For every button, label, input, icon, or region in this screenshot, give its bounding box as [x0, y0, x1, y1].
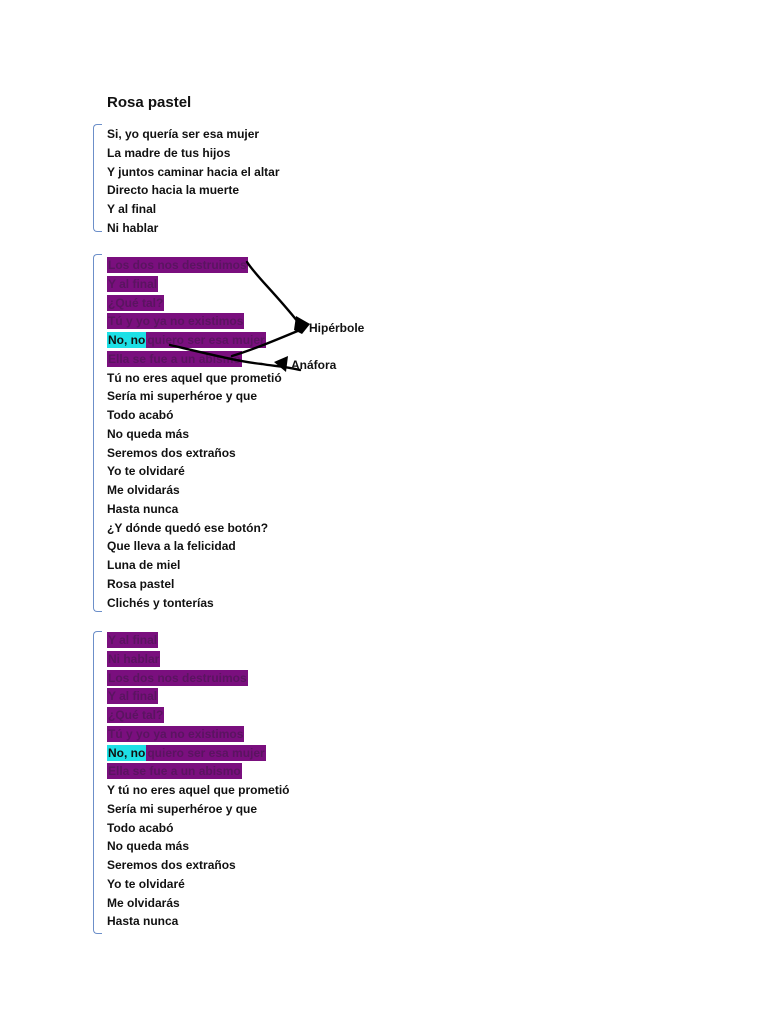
poem-line: Todo acabó [107, 406, 282, 425]
stanza-1: Si, yo quería ser esa mujer La madre de t… [107, 125, 280, 238]
poem-line: Si, yo quería ser esa mujer [107, 125, 280, 144]
stanza-bracket-1 [93, 124, 102, 232]
poem-line: Y tú no eres aquel que prometió [107, 781, 289, 800]
poem-line: ¿Y dónde quedó ese botón? [107, 519, 282, 538]
highlight-purple-text: Ella se fue a un abismo [107, 350, 242, 367]
poem-line: Directo hacia la muerte [107, 181, 280, 200]
stanza-2: Los dos nos destruimos Y al final ¿Qué tal… [107, 256, 282, 612]
highlight-purple-text: Y al final [107, 688, 159, 705]
poem-line: ¿Qué tal? [107, 706, 289, 725]
highlight-purple-text: Y al final [107, 275, 159, 292]
line-text: Seremos dos extraños [107, 858, 236, 872]
poem-line: Seremos dos extraños [107, 444, 282, 463]
poem-line: No queda más [107, 425, 282, 444]
line-text: Yo te olvidaré [107, 876, 185, 891]
highlight-purple-text: quiero ser esa mujer [146, 744, 266, 761]
line-text: Hasta nunca [107, 501, 179, 516]
line-text: Me olvidarás [107, 483, 180, 497]
line-text: La madre de tus hijos [107, 145, 231, 160]
poem-line: Y al final [107, 275, 282, 294]
line-text: Me olvidarás [107, 895, 180, 910]
poem-line: Hasta nunca [107, 912, 289, 931]
highlight-purple-text: quiero ser esa mujer [146, 332, 266, 348]
line-text: Directo hacia la muerte [107, 183, 240, 198]
poem-line: Ni hablar [107, 650, 289, 669]
stanza-bracket-2 [93, 254, 102, 612]
line-text: Y al final [107, 202, 157, 216]
highlight-purple-text: ¿Qué tal? [107, 294, 165, 311]
poem-line: Los dos nos destruimos [107, 669, 289, 688]
highlight-purple-text: Y al final [107, 632, 159, 648]
line-text: ¿Y dónde quedó ese botón? [107, 520, 269, 535]
line-text: Sería mi superhéroe y que [107, 801, 258, 816]
line-text: Ni hablar [107, 220, 159, 235]
poem-line: Tú no eres aquel que prometió [107, 369, 282, 388]
poem-line: ¿Qué tal? [107, 294, 282, 313]
hyperbole-arrowhead [294, 316, 310, 334]
line-text: Yo te olvidaré [107, 464, 185, 479]
poem-line: Ni hablar [107, 219, 280, 238]
poem-line: Seremos dos extraños [107, 856, 289, 875]
poem-line: La madre de tus hijos [107, 144, 280, 163]
line-text: Si, yo quería ser esa mujer [107, 127, 260, 141]
highlight-purple-text: Ni hablar [107, 650, 161, 667]
line-text: Y juntos caminar hacia el altar [107, 164, 280, 179]
line-text: Y tú no eres aquel que prometió [107, 783, 290, 797]
poem-line: Rosa pastel [107, 575, 282, 594]
poem-line: Sería mi superhéroe y que [107, 387, 282, 406]
poem-line: Y juntos caminar hacia el altar [107, 163, 280, 182]
highlight-purple-text: Los dos nos destruimos [107, 669, 248, 686]
annotation-hiperbole: Hipérbole [309, 321, 365, 335]
highlight-purple-text: ¿Qué tal? [107, 707, 165, 723]
highlight-purple-text: Ella se fue a un abismo [107, 763, 242, 780]
poem-line: Me olvidarás [107, 481, 282, 500]
line-text: Clichés y tonterías [107, 595, 214, 610]
poem-line: Yo te olvidaré [107, 462, 282, 481]
poem-line: Y al final [107, 687, 289, 706]
line-text: Hasta nunca [107, 914, 179, 929]
highlight-cyan-text: No, no [107, 332, 147, 348]
poem-line: Clichés y tonterías [107, 594, 282, 613]
line-text: Todo acabó [107, 820, 174, 835]
poem-line: Me olvidarás [107, 894, 289, 913]
poem-line: Sería mi superhéroe y que [107, 800, 289, 819]
poem-line: Tú y yo ya no existimos [107, 725, 289, 744]
poem-line: Ella se fue a un abismo [107, 762, 289, 781]
line-text: Que lleva a la felicidad [107, 539, 236, 554]
line-text: Todo acabó [107, 408, 174, 422]
poem-line: No queda más [107, 837, 289, 856]
poem-line: Yo te olvidaré [107, 875, 289, 894]
line-text: Sería mi superhéroe y que [107, 389, 258, 404]
annotation-anafora: Anáfora [291, 358, 337, 372]
poem-line: Y al final [107, 200, 280, 219]
poem-title: Rosa pastel [107, 94, 192, 111]
poem-line: No, no quiero ser esa mujer [107, 744, 289, 763]
line-text: Rosa pastel [107, 576, 175, 591]
stanza-bracket-3 [93, 631, 102, 934]
line-text: No queda más [107, 426, 190, 441]
poem-line: Ella se fue a un abismo [107, 350, 282, 369]
poem-line: Hasta nunca [107, 500, 282, 519]
poem-line: Todo acabó [107, 819, 289, 838]
poem-line: Tú y yo ya no existimos [107, 312, 282, 331]
highlight-purple-text: Tú y yo ya no existimos [107, 725, 245, 742]
line-text: No queda más [107, 839, 190, 854]
line-text: Tú no eres aquel que prometió [107, 370, 282, 385]
poem-line: Luna de miel [107, 556, 282, 575]
line-text: Luna de miel [107, 558, 181, 572]
poem-line: Que lleva a la felicidad [107, 537, 282, 556]
line-text: Seremos dos extraños [107, 445, 236, 460]
highlight-purple-text: Los dos nos destruimos [107, 257, 248, 273]
poem-line: Los dos nos destruimos [107, 256, 282, 275]
poem-line: No, no quiero ser esa mujer [107, 331, 282, 350]
highlight-cyan-text: No, no [107, 744, 147, 761]
poem-line: Y al final [107, 631, 289, 650]
highlight-purple-text: Tú y yo ya no existimos [107, 313, 245, 330]
